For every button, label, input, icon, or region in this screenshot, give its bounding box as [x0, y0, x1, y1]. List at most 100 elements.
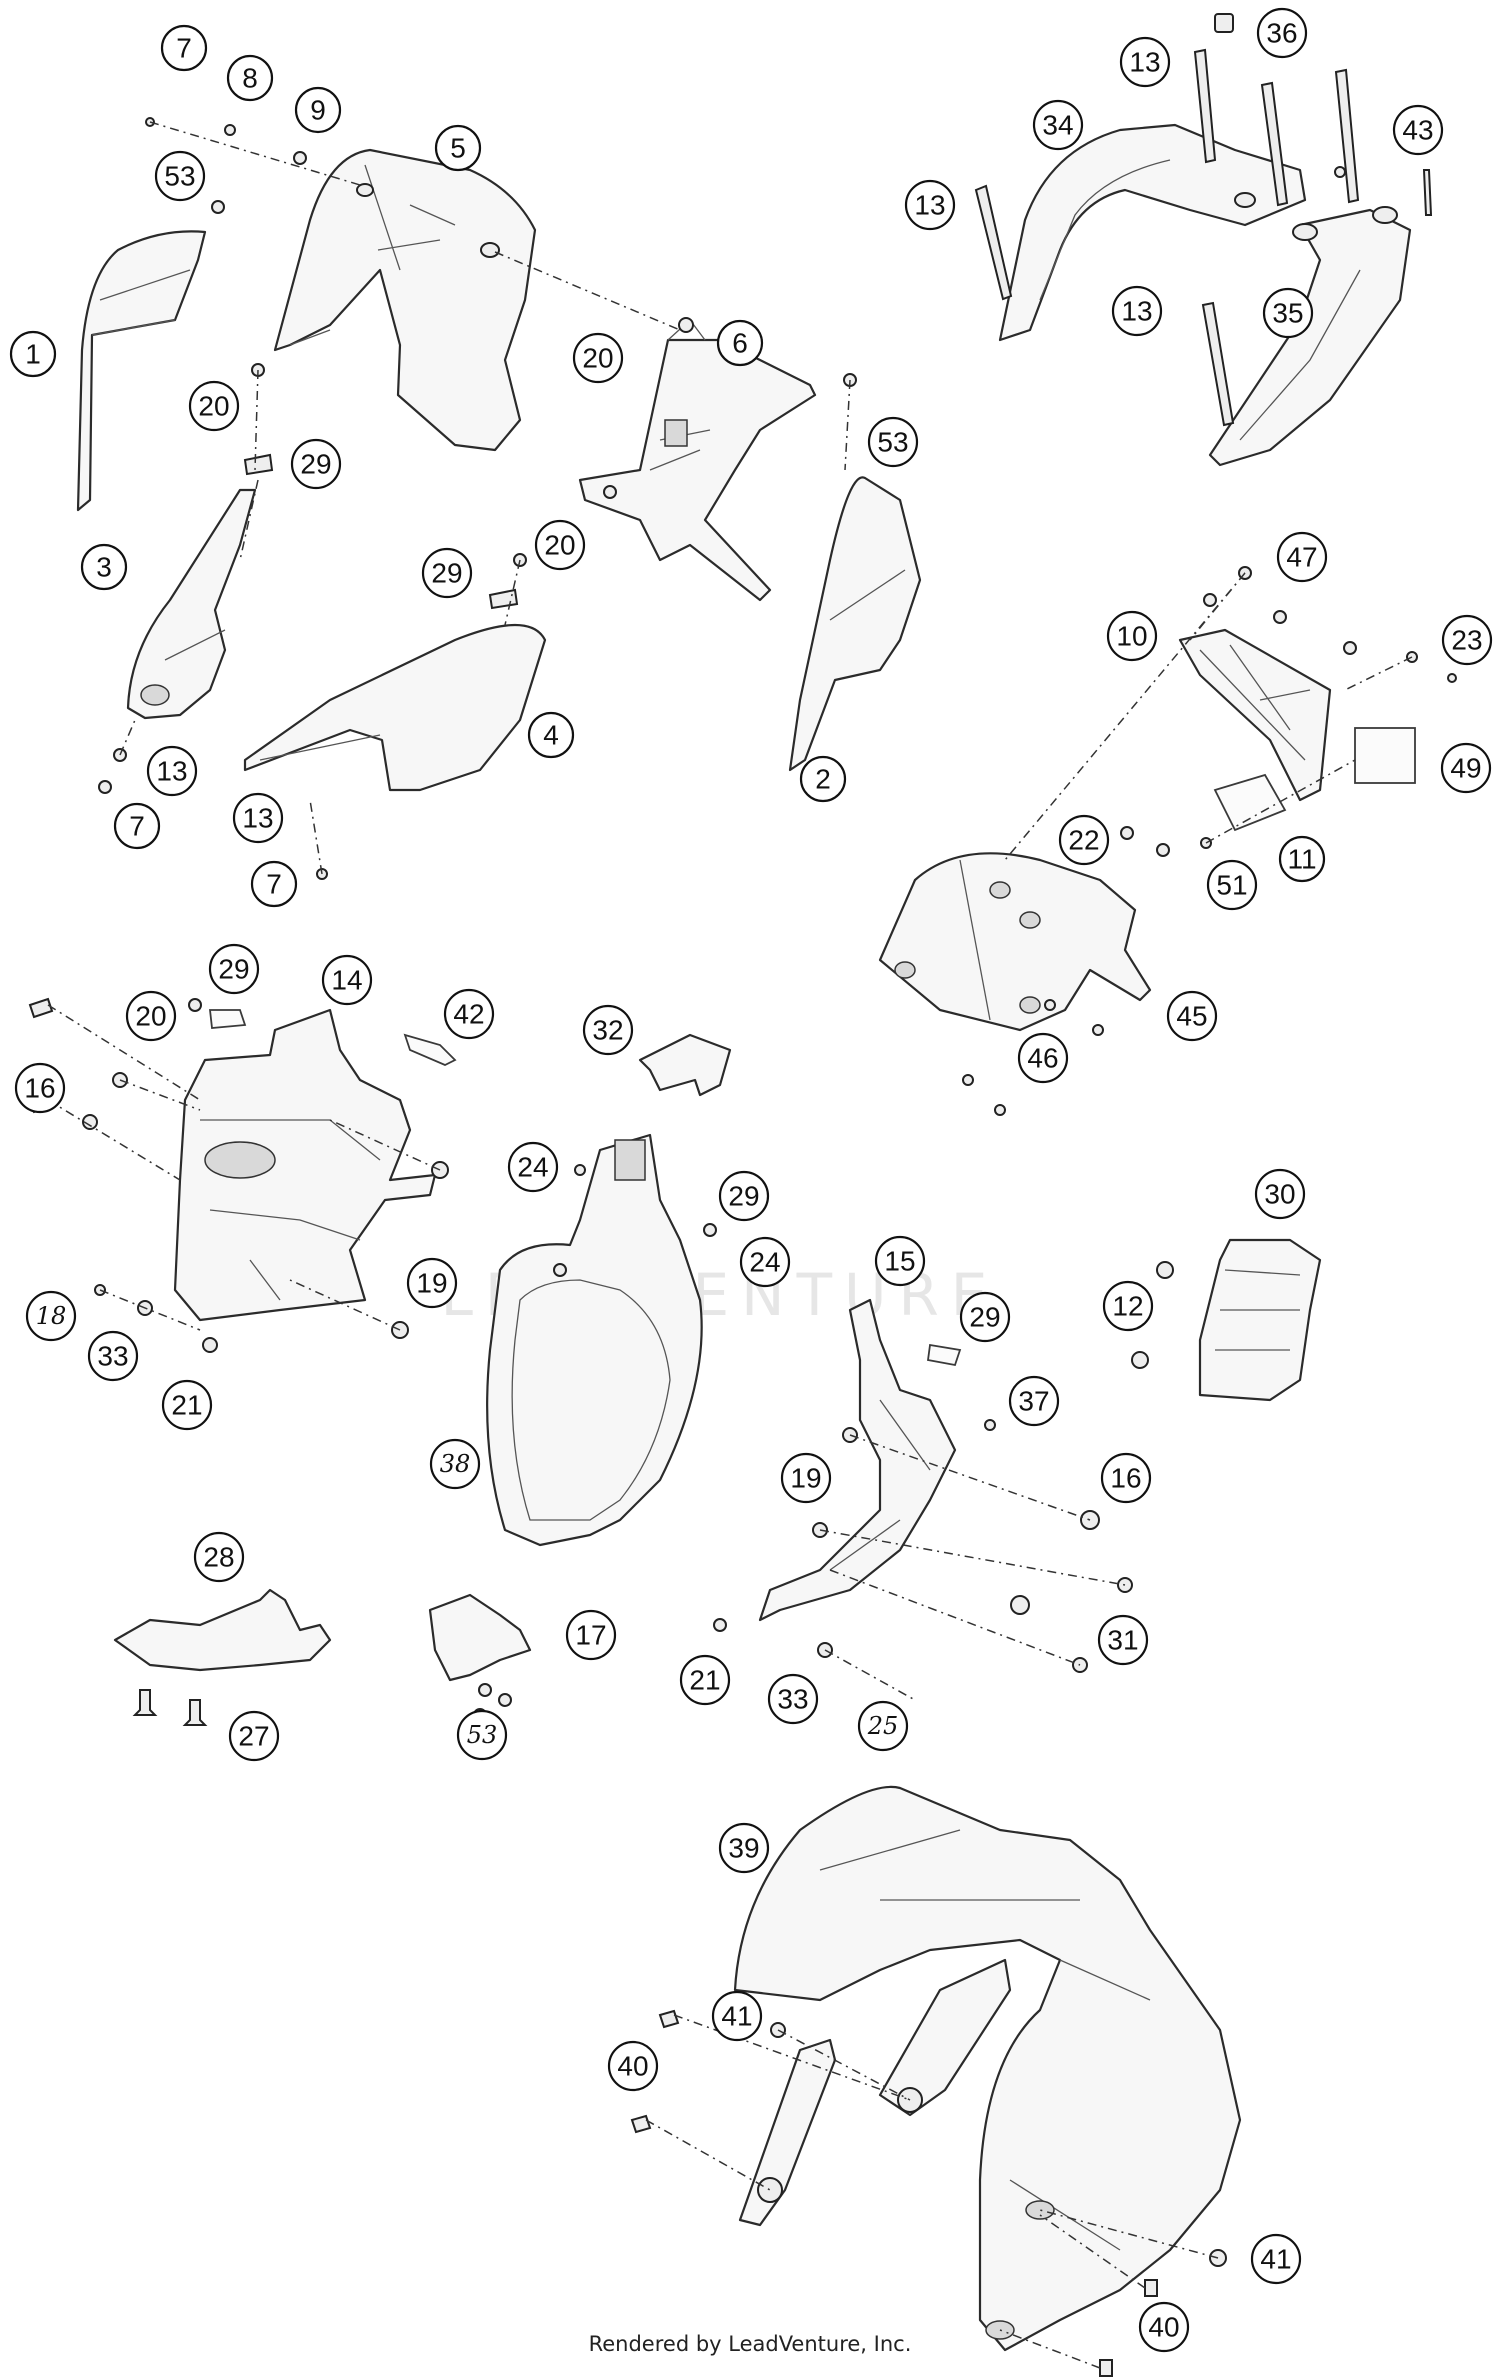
svg-text:11: 11	[1287, 844, 1316, 875]
svg-text:43: 43	[1402, 115, 1433, 146]
part-1-side-deflector	[76, 230, 207, 512]
callout-39: 39	[718, 1822, 770, 1874]
callout-24: 24	[739, 1236, 791, 1288]
svg-text:2: 2	[815, 764, 831, 795]
callout-41: 41	[711, 1990, 763, 2042]
svg-text:21: 21	[689, 1665, 720, 1696]
svg-text:33: 33	[777, 1684, 808, 1715]
svg-text:13: 13	[1129, 47, 1160, 78]
callout-28: 28	[193, 1531, 245, 1583]
part-2-side-deflector	[788, 476, 922, 772]
svg-text:29: 29	[300, 449, 331, 480]
svg-text:41: 41	[1260, 2244, 1291, 2275]
part-39-front-fender	[733, 1785, 1242, 2352]
svg-text:19: 19	[416, 1268, 447, 1299]
fender-mount-right	[878, 1958, 1012, 2117]
svg-text:30: 30	[1264, 1179, 1295, 1210]
svg-text:16: 16	[24, 1073, 55, 1104]
callout-49: 49	[1440, 742, 1492, 794]
svg-text:24: 24	[517, 1152, 548, 1183]
svg-text:5: 5	[450, 133, 466, 164]
callout-31: 31	[1097, 1614, 1149, 1666]
callout-10: 10	[1106, 610, 1158, 662]
svg-text:42: 42	[453, 999, 484, 1030]
callout-40: 40	[607, 2040, 659, 2092]
svg-text:7: 7	[266, 869, 282, 900]
part-30-connector-block	[1198, 1238, 1322, 1402]
callout-20: 20	[188, 380, 240, 432]
callout-47: 47	[1276, 531, 1328, 583]
svg-text:37: 37	[1018, 1386, 1049, 1417]
callout-41: 41	[1250, 2233, 1302, 2285]
svg-text:28: 28	[203, 1542, 234, 1573]
callout-33: 33	[767, 1673, 819, 1725]
callout-11: 11	[1278, 835, 1326, 883]
callout-12: 12	[1102, 1280, 1154, 1332]
callout-37: 37	[1008, 1375, 1060, 1427]
svg-text:4: 4	[543, 720, 559, 751]
callout-33: 33	[87, 1330, 139, 1382]
svg-text:17: 17	[575, 1620, 606, 1651]
part-17-guard	[428, 1593, 532, 1682]
callout-20: 20	[534, 519, 586, 571]
callout-13: 13	[1111, 285, 1163, 337]
callout-20: 20	[125, 990, 177, 1042]
callout-22: 22	[1058, 814, 1110, 866]
svg-text:3: 3	[96, 552, 112, 583]
part-29-clip	[926, 1343, 962, 1367]
svg-text:41: 41	[721, 2001, 752, 2032]
callout-15: 15	[874, 1235, 926, 1287]
svg-text:20: 20	[544, 530, 575, 561]
svg-text:36: 36	[1266, 18, 1297, 49]
svg-text:7: 7	[176, 33, 192, 64]
svg-text:16: 16	[1110, 1463, 1141, 1494]
svg-text:14: 14	[331, 965, 362, 996]
svg-text:13: 13	[914, 190, 945, 221]
svg-text:35: 35	[1272, 298, 1303, 329]
callout-36: 36	[1256, 7, 1308, 59]
svg-text:40: 40	[1148, 2312, 1179, 2343]
svg-text:6: 6	[732, 328, 748, 359]
svg-text:10: 10	[1116, 621, 1147, 652]
part-34-grab-handle	[998, 123, 1307, 342]
callout-29: 29	[290, 438, 342, 490]
svg-text:15: 15	[884, 1246, 915, 1277]
svg-text:20: 20	[582, 343, 613, 374]
svg-text:8: 8	[242, 63, 258, 94]
callout-38: 38	[429, 1438, 481, 1490]
svg-text:29: 29	[969, 1302, 1000, 1333]
callout-19: 19	[406, 1257, 458, 1309]
callout-27: 27	[228, 1710, 280, 1762]
callout-5: 5	[434, 124, 482, 172]
svg-text:24: 24	[749, 1247, 780, 1278]
part-29-clip	[208, 1009, 247, 1029]
callout-29: 29	[718, 1170, 770, 1222]
svg-text:29: 29	[218, 954, 249, 985]
svg-text:27: 27	[238, 1721, 269, 1752]
callout-7: 7	[250, 860, 298, 908]
callout-13: 13	[1119, 36, 1171, 88]
part-10-bracket	[1178, 628, 1332, 802]
svg-text:13: 13	[156, 756, 187, 787]
svg-text:53: 53	[467, 1721, 498, 1749]
svg-text:19: 19	[790, 1463, 821, 1494]
svg-text:31: 31	[1107, 1625, 1138, 1656]
callout-21: 21	[679, 1654, 731, 1706]
svg-text:13: 13	[242, 803, 273, 834]
svg-text:33: 33	[97, 1341, 128, 1372]
svg-text:25: 25	[867, 1712, 899, 1740]
part-45-tail-support	[878, 852, 1152, 1032]
svg-text:20: 20	[135, 1001, 166, 1032]
part-15-lower-bracket	[758, 1298, 957, 1622]
svg-text:32: 32	[592, 1015, 623, 1046]
part-49-plate	[1354, 727, 1416, 784]
part-35-grab-handle	[1208, 208, 1412, 467]
part-14-headlight-housing	[173, 1008, 437, 1322]
part-42-clip	[403, 1033, 457, 1066]
svg-text:47: 47	[1286, 542, 1317, 573]
callout-43: 43	[1392, 104, 1444, 156]
svg-text:29: 29	[431, 558, 462, 589]
svg-text:51: 51	[1216, 870, 1247, 901]
callout-45: 45	[1166, 990, 1218, 1042]
callout-17: 17	[565, 1609, 617, 1661]
